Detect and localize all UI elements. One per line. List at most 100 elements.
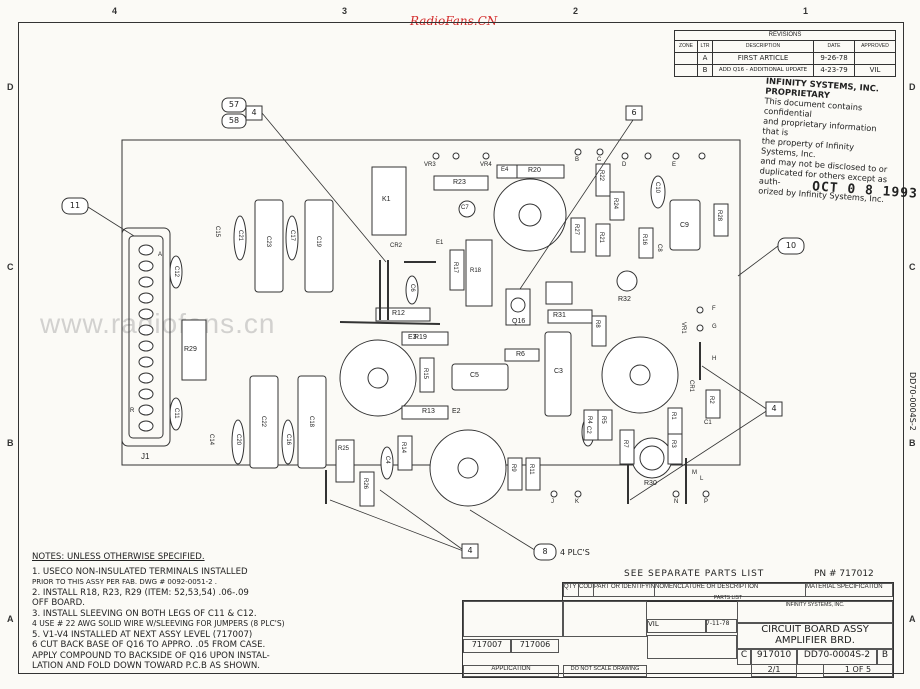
capacitor-c7 <box>458 200 476 218</box>
rev-header-date: DATE <box>814 41 855 52</box>
label-r9: R9 <box>510 464 516 472</box>
transistor-q16-hole <box>510 297 526 313</box>
label-c7: C7 <box>461 205 469 211</box>
label-cr1: CR1 <box>688 380 694 393</box>
resistor-r32-pot <box>616 270 638 292</box>
label-c21: C21 <box>237 230 243 242</box>
balloon-note4-b-label: 4 <box>771 404 777 413</box>
terminal-p: P <box>704 499 709 505</box>
tb-next-assy: 717007 <box>463 639 511 653</box>
tb-checked <box>647 635 737 659</box>
resistor-r18 <box>465 239 493 307</box>
terminal-n: N <box>674 499 679 505</box>
terminal-j: J <box>551 499 554 505</box>
label-c19: C19 <box>315 236 321 248</box>
rev-ltr: B <box>698 65 713 76</box>
side-drawing-number: DD70-0004S-2 <box>908 372 917 431</box>
connector-pins <box>138 244 154 432</box>
label-c17: C17 <box>289 230 295 242</box>
parts-list-pn: PN # 717012 <box>814 569 874 579</box>
label-c22: C22 <box>260 416 266 428</box>
tube-socket-v4-center <box>457 457 479 479</box>
zone-top-3: 3 <box>342 6 348 16</box>
label-r11: R11 <box>528 464 534 475</box>
zone-right-a: A <box>909 614 916 624</box>
parts-list-header: QTY REQD CODE IDENT PART OR IDENTIFYING … <box>562 582 894 602</box>
tb-size: C <box>737 649 751 665</box>
jumper-wires <box>325 260 701 504</box>
label-r21: R21 <box>598 232 604 244</box>
note-line: 5. V1-V4 INSTALLED AT NEXT ASSY LEVEL (7… <box>32 629 253 640</box>
balloon-57 <box>221 97 247 113</box>
label-r22: R22 <box>598 170 604 182</box>
capacitor-c23 <box>254 199 284 293</box>
capacitor-c21 <box>233 215 247 261</box>
label-r12: R12 <box>392 310 405 317</box>
tb-drawn-date: 7-11-78 <box>705 619 737 633</box>
label-r2: R2 <box>708 396 714 404</box>
zone-right-d: D <box>909 82 916 92</box>
label-r15: R15 <box>422 368 428 380</box>
parts-list-reference: SEE SEPARATE PARTS LIST <box>624 569 765 579</box>
label-c4: C4 <box>384 456 390 464</box>
connector-j1-inner <box>128 235 164 439</box>
balloon-note4-c-label: 4 <box>467 546 473 555</box>
label-r24: R24 <box>612 198 618 210</box>
tb-application: APPLICATION <box>463 665 559 677</box>
terminal-k: K <box>575 499 580 505</box>
tb-do-not-scale: DO NOT SCALE DRAWING <box>563 665 647 677</box>
label-e1: E1 <box>436 240 444 246</box>
resistors <box>181 163 729 507</box>
tube-socket-v3-center <box>629 364 651 386</box>
label-r1: R1 <box>670 412 676 420</box>
tb-title-line2: AMPLIFIER BRD. <box>775 635 855 646</box>
balloon-10-label: 10 <box>785 241 797 250</box>
tube-socket-v2-center <box>367 367 389 389</box>
revisions-title: REVISIONS <box>768 32 802 38</box>
label-r14: R14 <box>400 442 406 454</box>
balloon-58 <box>221 113 247 129</box>
label-q16: Q16 <box>512 318 526 325</box>
rev-header-ltr: LTR <box>698 41 713 52</box>
label-r19: R19 <box>414 334 427 341</box>
capacitor-c10 <box>650 175 666 209</box>
balloon-note4-b <box>765 401 783 417</box>
label-c8: C8 <box>656 244 662 252</box>
balloon-8 <box>533 543 557 561</box>
label-c11: C11 <box>173 408 179 419</box>
rev-header-zone: ZONE <box>675 41 698 52</box>
revisions-block: REVISIONS ZONE LTR DESCRIPTION DATE APPR… <box>674 30 896 77</box>
terminal-h: H <box>712 356 717 362</box>
label-r5: R5 <box>600 416 606 424</box>
terminal-b: B <box>575 157 580 163</box>
zone-right-b: B <box>909 438 916 448</box>
note-line: OFF BOARD. <box>32 598 85 608</box>
zone-left-b: B <box>7 438 14 448</box>
zone-right-c: C <box>909 262 916 272</box>
zone-top-1: 1 <box>803 6 809 16</box>
tb-title-line1: CIRCUIT BOARD ASSY <box>761 624 869 635</box>
label-c10: C10 <box>654 182 660 194</box>
balloon-8-note: 4 PLC'S <box>560 548 590 557</box>
tb-fscm: 917010 <box>751 649 797 665</box>
resistor-r30-knob <box>639 445 665 471</box>
label-c16: C16 <box>285 434 291 446</box>
label-vr1: VR1 <box>680 322 686 334</box>
balloon-10 <box>777 237 805 255</box>
terminal-d: D <box>622 162 627 168</box>
label-c2: C2 <box>585 426 591 434</box>
terminal-g: G <box>712 324 717 330</box>
label-k1: K1 <box>382 196 391 203</box>
balloon-note4-c <box>461 543 479 559</box>
label-c5: C5 <box>470 372 479 379</box>
balloon-note4-a-label: 4 <box>251 108 257 117</box>
note-line: 4 USE # 22 AWG SOLID WIRE W/SLEEVING FOR… <box>32 619 285 628</box>
balloon-note6 <box>625 105 643 121</box>
terminal-r: R <box>130 408 135 414</box>
capacitor-c11 <box>169 397 183 431</box>
balloon-note4-a <box>245 105 263 121</box>
capacitor-c4 <box>380 446 394 480</box>
tb-scale: 2/1 <box>751 664 797 677</box>
rev-description: ADD Q16 - ADDITIONAL UPDATE <box>713 65 814 76</box>
